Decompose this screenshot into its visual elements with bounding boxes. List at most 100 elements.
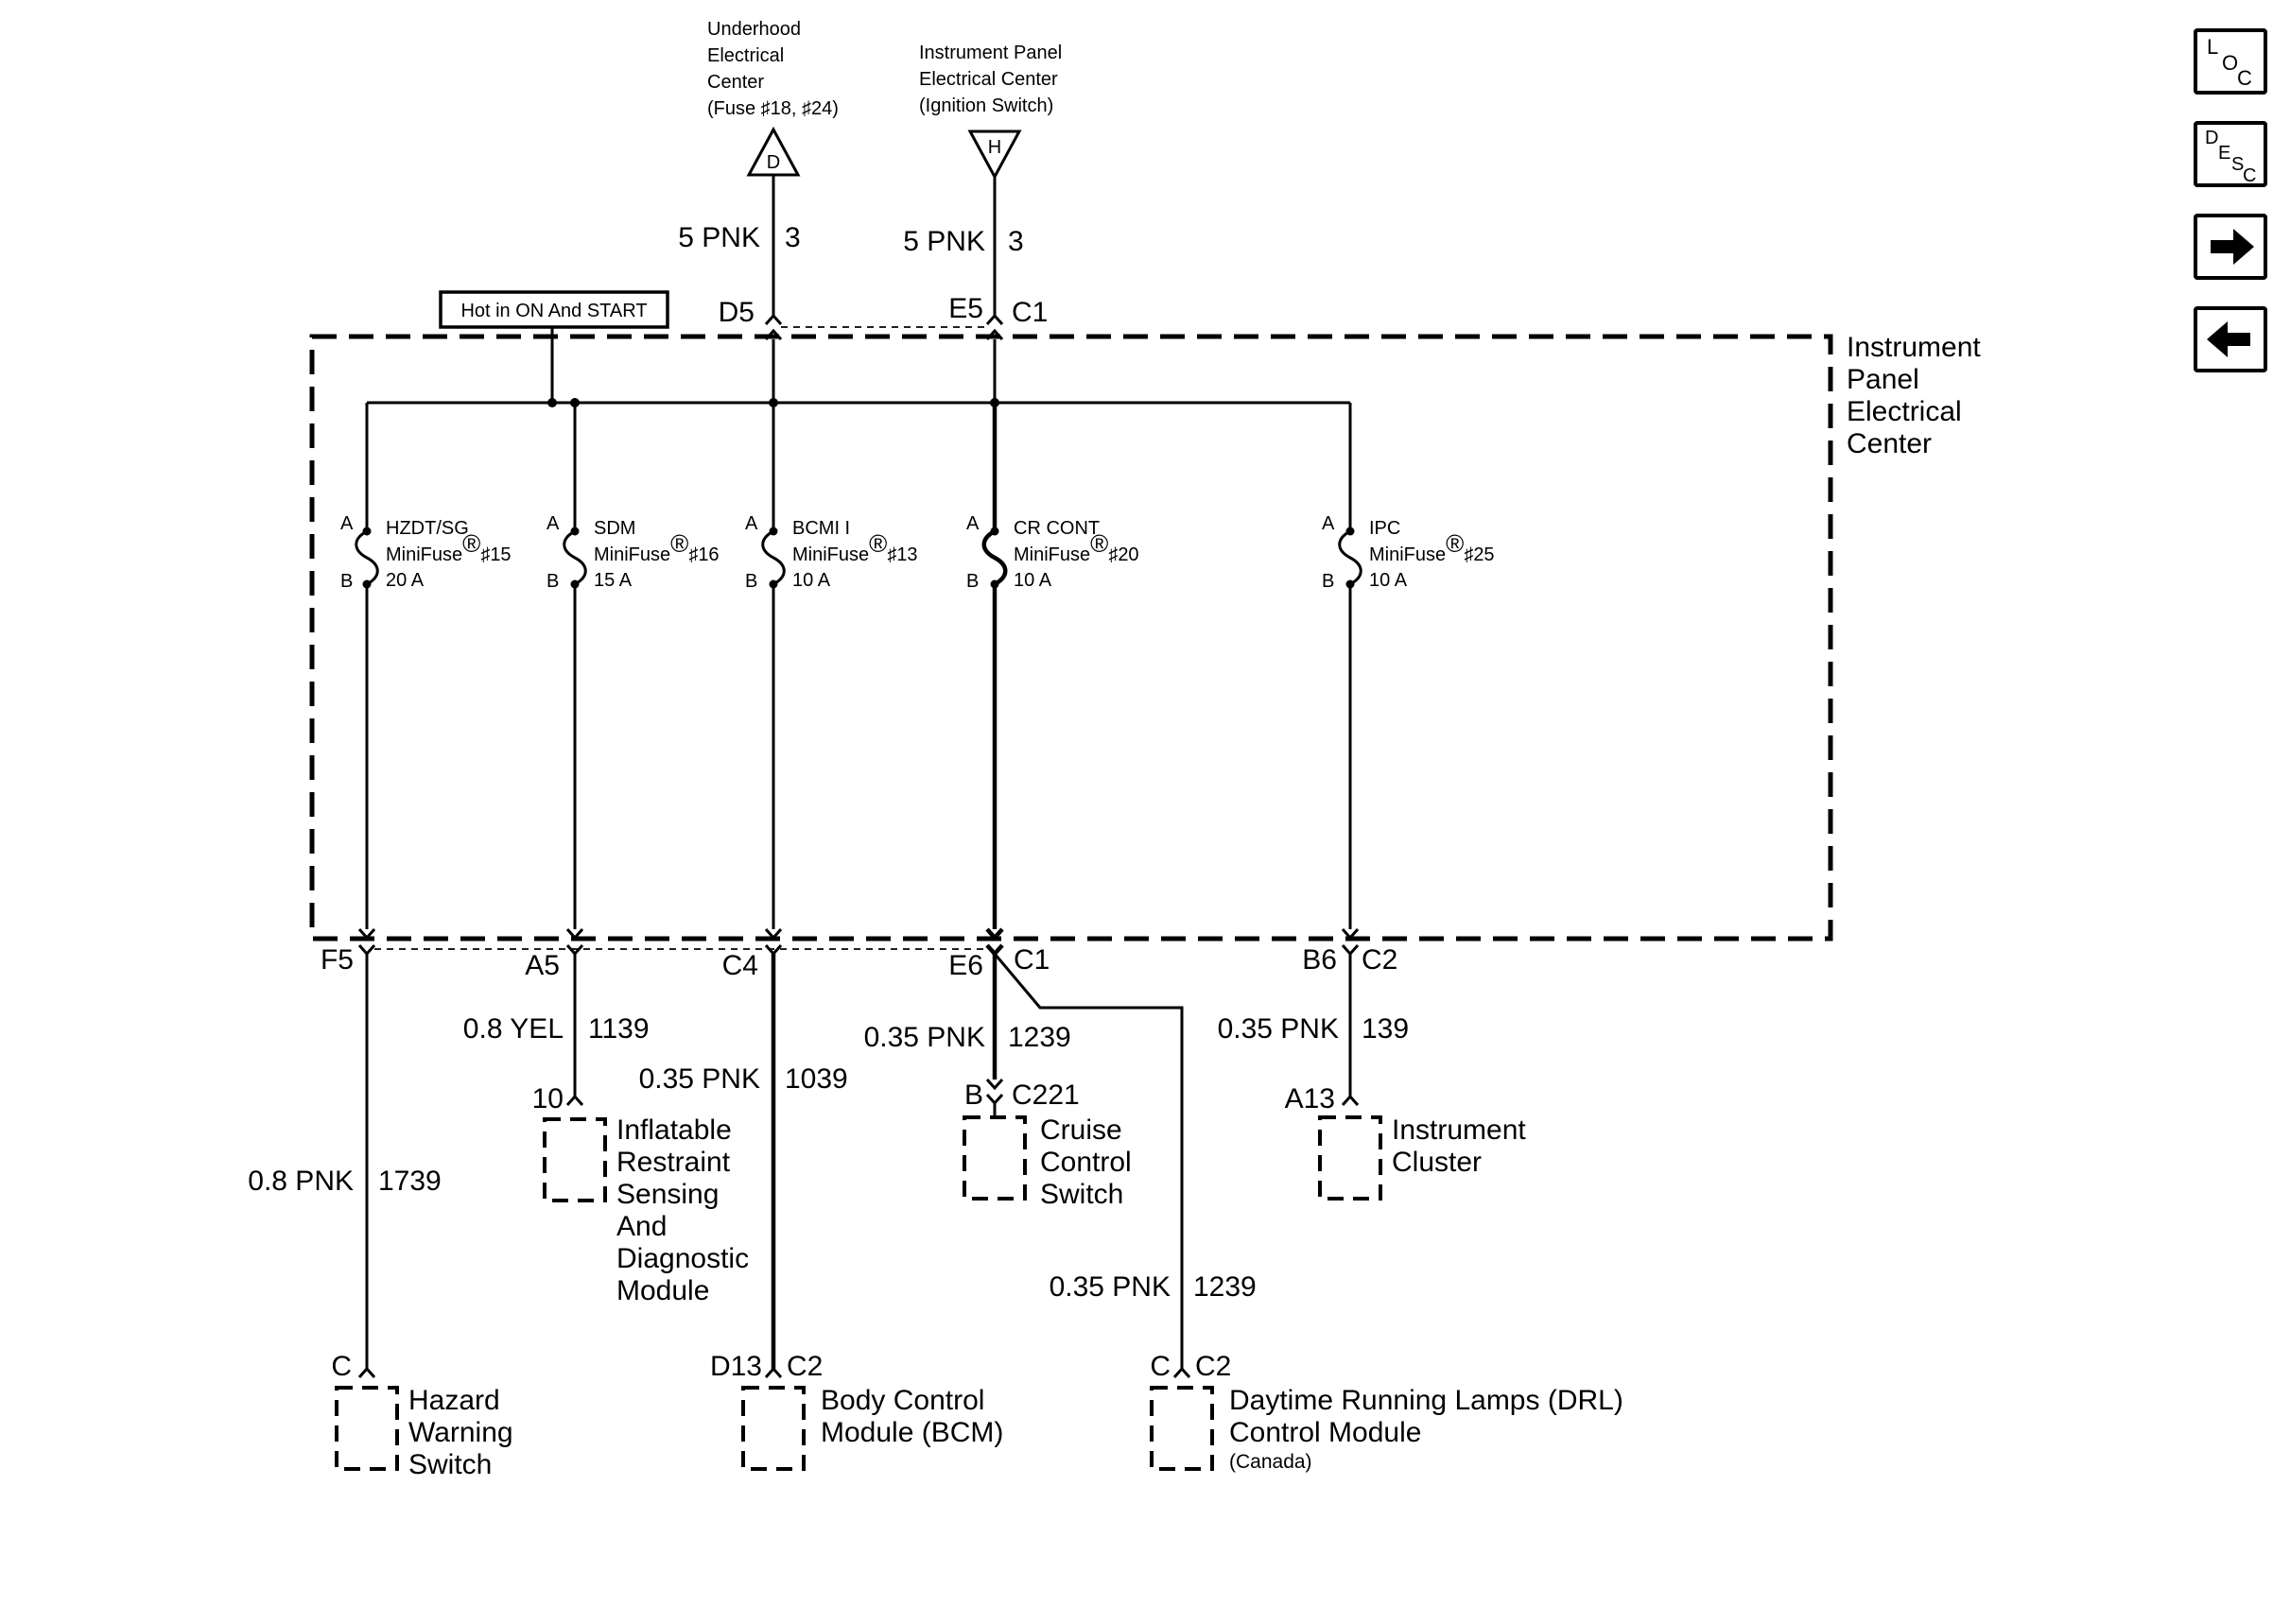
fuse-bcmi-rating: 10 A [792, 570, 831, 591]
connector-e5-symbol [985, 313, 1004, 325]
circuit-ipc: 0.35 PNK 139 A13 Instrument Cluster [1218, 954, 1526, 1201]
fuse-ipc-rating: 10 A [1369, 570, 1408, 591]
ignition-terminal-letter: H [988, 137, 1001, 158]
sdm-label-5: Diagnostic [616, 1243, 749, 1274]
drl-pin: C [1150, 1351, 1171, 1382]
connector-c1-top-label: C1 [1012, 297, 1048, 328]
underhood-line-3: Center [707, 72, 764, 93]
ignition-source: Instrument Panel Electrical Center (Igni… [919, 43, 1062, 181]
wire-cruise-gauge: 0.35 PNK [864, 1022, 985, 1053]
fuse-sdm-pin-a: A [547, 513, 560, 534]
desc-button[interactable]: D E S C [2194, 121, 2267, 187]
sdm-label-1: Inflatable [616, 1114, 732, 1146]
fuse-cr-cont-rating: 10 A [1014, 570, 1052, 591]
fuse-cr-cont-icon [981, 529, 1008, 586]
fuse-ipc-pin-a: A [1322, 513, 1335, 534]
instrument-cluster-box [1318, 1115, 1382, 1201]
feed-h-gauge: 5 PNK [903, 226, 985, 257]
feed-d-gauge: 5 PNK [678, 222, 760, 253]
arrow-left-icon [2207, 321, 2250, 357]
hot-in-label: Hot in ON And START [460, 301, 647, 321]
wire-ipc-gauge: 0.35 PNK [1218, 1013, 1339, 1045]
svg-text:MiniFuse®♯25: MiniFuse®♯25 [1369, 529, 1495, 565]
fuse-hzdt-sg-pin-b: B [340, 571, 353, 592]
svg-text:MiniFuse®♯20: MiniFuse®♯20 [1014, 529, 1139, 565]
loc-o: O [2222, 51, 2238, 75]
feed-d-circuit: 3 [785, 222, 801, 253]
desc-s: S [2231, 154, 2244, 175]
wire-sdm-circuit: 1139 [588, 1013, 650, 1045]
fuse-hzdt-sg-type: MiniFuse [386, 544, 462, 565]
fuse-ipc-type: MiniFuse [1369, 544, 1446, 565]
hazard-pin: C [331, 1351, 352, 1382]
connector-e6-label: E6 [948, 950, 983, 981]
svg-text:MiniFuse®♯16: MiniFuse®♯16 [594, 529, 720, 565]
fuse-bcmi-type: MiniFuse [792, 544, 869, 565]
drl-label-1: Daytime Running Lamps (DRL) [1229, 1385, 1623, 1416]
ipec-label-3: Electrical [1847, 396, 1962, 427]
connector-f5-label: F5 [321, 944, 354, 976]
bus-junction-1 [547, 398, 557, 407]
ignition-terminal-icon [967, 130, 1022, 181]
fuse-sdm-number: ♯16 [688, 544, 719, 565]
fuse-cr-cont-reg: ® [1090, 529, 1108, 558]
fuse-hzdt-sg: A B HZDT/SG MiniFuse®♯15 20 A [340, 403, 512, 929]
prev-button[interactable] [2194, 306, 2267, 372]
fuse-ipc-number: ♯25 [1464, 544, 1494, 565]
wire-cruise-circuit: 1239 [1008, 1022, 1071, 1053]
fuse-hzdt-sg-rating: 20 A [386, 570, 425, 591]
sdm-label-2: Restraint [616, 1147, 731, 1178]
ipc-pin: A13 [1285, 1083, 1335, 1114]
cruise-pin: B [964, 1080, 983, 1111]
desc-d: D [2205, 128, 2218, 148]
fuse-ipc-icon [1338, 529, 1362, 586]
fuse-hzdt-sg-name: HZDT/SG [386, 518, 469, 539]
fuse-hzdt-sg-pin-a: A [340, 513, 354, 534]
hazard-label-2: Warning [408, 1417, 513, 1448]
fuse-sdm-reg: ® [670, 529, 688, 558]
next-button[interactable] [2194, 214, 2267, 280]
fuse-hzdt-sg-reg: ® [462, 529, 480, 558]
wire-drl-circuit: 1239 [1193, 1271, 1257, 1303]
wire-ipc-circuit: 139 [1362, 1013, 1409, 1045]
ignition-line-1: Instrument Panel [919, 43, 1062, 63]
fuse-hzdt-sg-icon [355, 529, 379, 586]
drl-label-2: Control Module [1229, 1417, 1421, 1448]
drl-box [1150, 1386, 1214, 1471]
connector-c2-label: C2 [1362, 944, 1397, 976]
bcm-connector: C2 [787, 1351, 823, 1382]
loc-c: C [2237, 66, 2252, 90]
underhood-terminal-letter: D [767, 152, 780, 173]
bcm-label-1: Body Control [821, 1385, 984, 1416]
loc-button[interactable]: L O C [2194, 28, 2267, 95]
sdm-box [543, 1117, 607, 1202]
hot-in-label-box: Hot in ON And START [439, 290, 669, 403]
desc-e: E [2218, 143, 2230, 164]
circuit-drl: 0.35 PNK 1239 C C2 Daytime Running Lamps… [993, 953, 1623, 1473]
fuse-sdm-rating: 15 A [594, 570, 633, 591]
feed-h-circuit: 3 [1008, 226, 1024, 257]
fuse-cr-cont-pin-a: A [966, 513, 980, 534]
fuse-ipc: A B IPC MiniFuse®♯25 10 A [1322, 403, 1495, 929]
sdm-pin: 10 [532, 1083, 564, 1114]
fuse-sdm-pin-b: B [547, 571, 559, 592]
cruise-label-1: Cruise [1040, 1114, 1122, 1146]
fuse-cr-cont-name: CR CONT [1014, 518, 1100, 539]
fuse-sdm: A B SDM MiniFuse®♯16 15 A [547, 403, 720, 929]
ipec-label-2: Panel [1847, 364, 1919, 395]
wire-hazard-circuit: 1739 [378, 1166, 442, 1197]
fuse-ipc-name: IPC [1369, 518, 1400, 539]
hazard-label-1: Hazard [408, 1385, 500, 1416]
underhood-line-2: Electrical [707, 45, 784, 66]
desc-c: C [2243, 165, 2256, 186]
fuse-ipc-pin-b: B [1322, 571, 1334, 592]
cruise-switch-box [963, 1115, 1027, 1201]
circuit-cruise: 0.35 PNK 1239 B C221 Cruise Control Swit… [864, 954, 1132, 1210]
circuit-hazard: 0.8 PNK 1739 C Hazard Warning Switch [248, 954, 513, 1480]
fuse-bcmi-name: BCMI I [792, 518, 850, 539]
fuse-bcmi-reg: ® [869, 529, 887, 558]
bcm-box [741, 1386, 806, 1471]
connector-b6-label: B6 [1302, 944, 1337, 976]
fuse-bcmi-pin-a: A [745, 513, 758, 534]
